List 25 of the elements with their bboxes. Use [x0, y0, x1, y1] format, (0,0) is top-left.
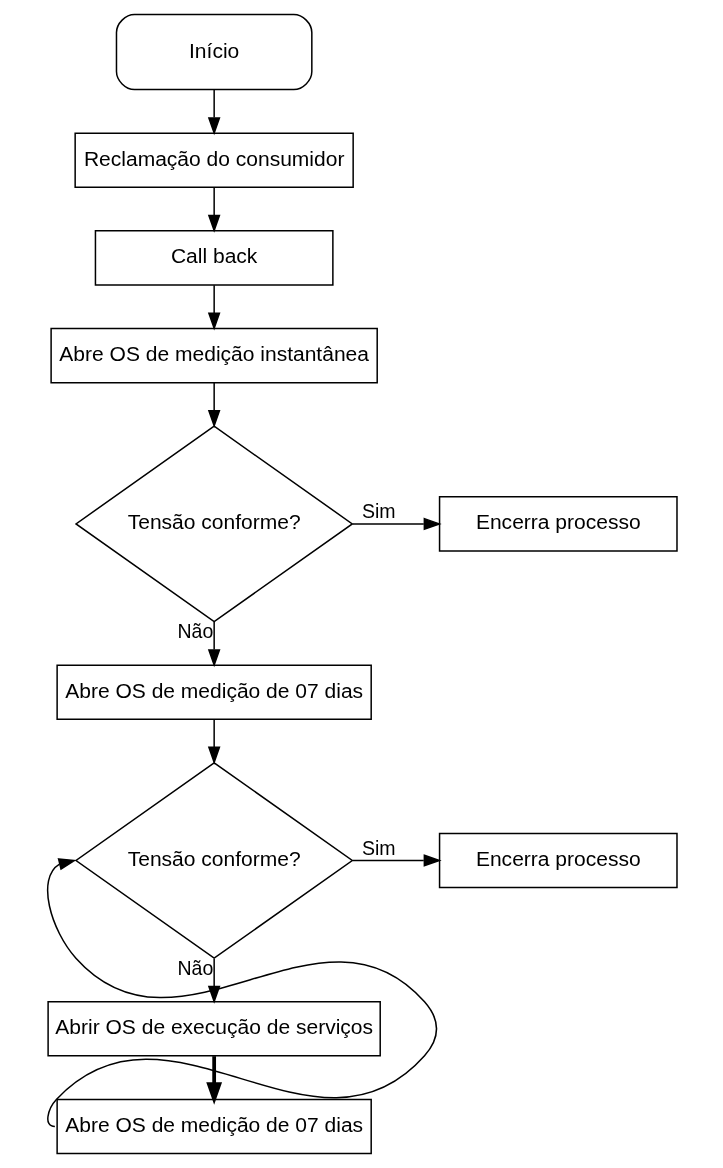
node-diamond: Tensão conforme? [74, 425, 354, 623]
node-box: Abre OS de medição de 07 dias [55, 1098, 372, 1155]
edge-label: Sim [361, 837, 396, 860]
node-box: Início [115, 13, 313, 91]
node-box: Reclamação do consumidor [73, 132, 354, 189]
node-box: Abrir OS de execução de serviços [46, 1001, 381, 1057]
arrow [207, 382, 220, 429]
node-box: Abre OS de medição de 07 dias [55, 664, 372, 720]
arrow [351, 854, 442, 867]
arrow [207, 284, 220, 331]
edge-label: Sim [361, 500, 396, 523]
arrow [46, 858, 437, 1128]
edge-label: Não [176, 957, 213, 980]
arrow [207, 186, 220, 233]
edge-label: Não [176, 620, 213, 643]
arrow [207, 621, 220, 668]
arrow [351, 517, 442, 531]
node-box: Encerra processo [438, 832, 678, 889]
node-box: Encerra processo [438, 496, 678, 552]
arrow [207, 718, 220, 765]
arrow [205, 1056, 222, 1105]
node-diamond: Tensão conforme? [74, 761, 354, 960]
arrow [207, 89, 220, 136]
node-box: Abre OS de medição instantânea [49, 327, 378, 384]
node-box: Call back [94, 230, 334, 286]
